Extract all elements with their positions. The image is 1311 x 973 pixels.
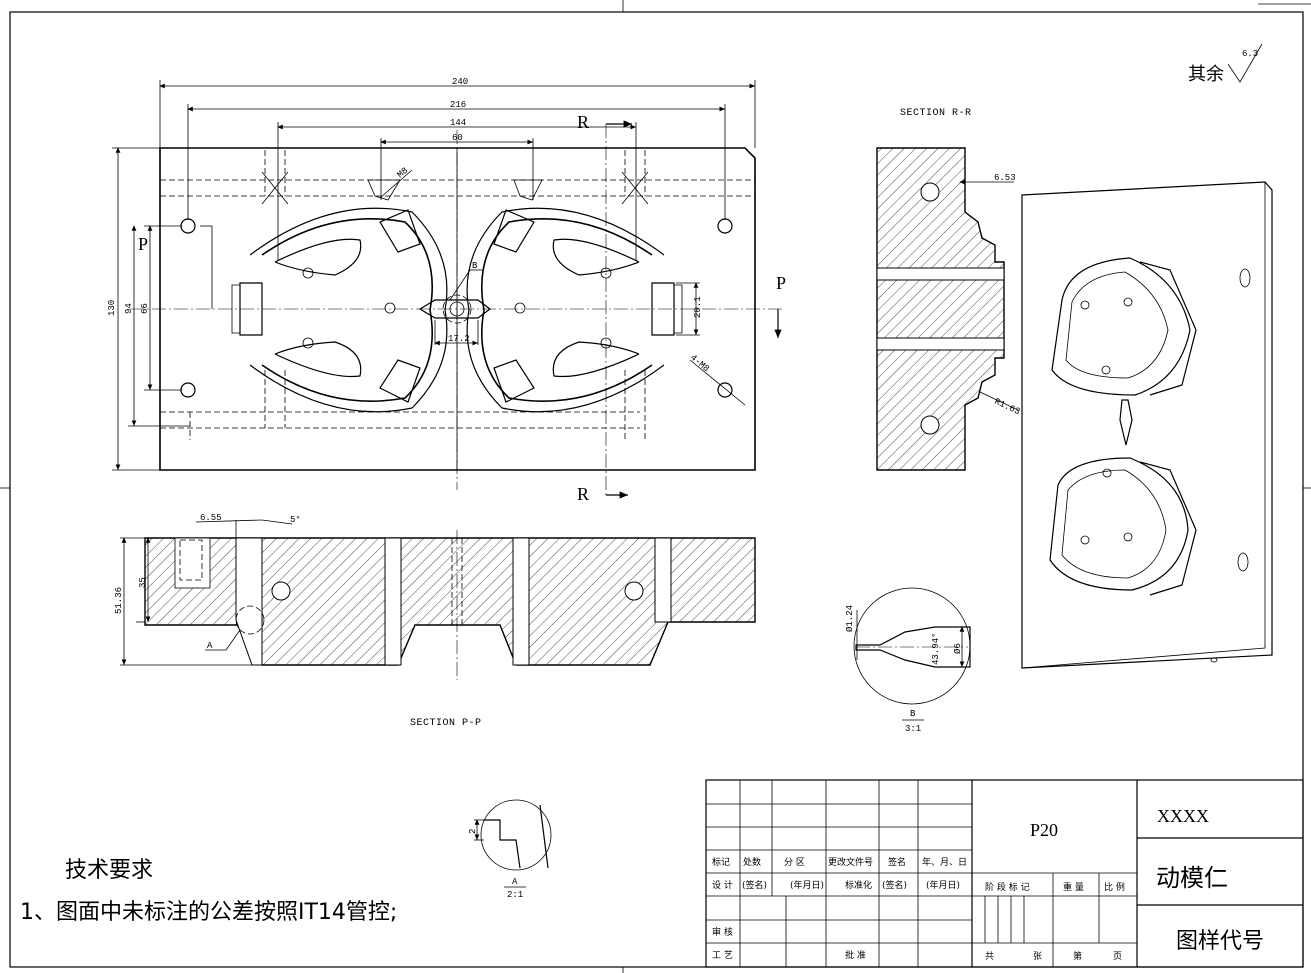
- dim-43-94-degree: 43.94°: [931, 633, 941, 665]
- right-cavity: [466, 179, 683, 413]
- callout-4-m8: 4-M8: [688, 353, 711, 375]
- weight-label: 重 量: [1063, 881, 1084, 893]
- drawing-frame: [9, 11, 1304, 968]
- part-name: 动模仁: [1156, 864, 1228, 892]
- top-view: 240 216 144 60 130 94 66 20.1 17.2: [107, 77, 786, 504]
- detail-a-label: A: [512, 877, 518, 887]
- dim-240: 240: [452, 77, 468, 87]
- dim-dia-6: Ø6: [953, 643, 963, 654]
- detail-b-label: B: [910, 709, 916, 719]
- sheets-total-suffix: 张: [1033, 951, 1042, 962]
- isometric-view: [1021, 181, 1273, 669]
- hdr-sign: 签名: [888, 856, 906, 868]
- sheets-total-prefix: 共: [985, 951, 994, 962]
- dim-51-36: 51.36: [114, 587, 124, 614]
- dim-6-55: 6.55: [200, 513, 222, 523]
- hdr-mark: 标记: [712, 856, 730, 868]
- detail-a: 2 A 2:1: [468, 799, 552, 900]
- material: P20: [1030, 820, 1058, 840]
- scale-label: 比 例: [1104, 881, 1125, 893]
- detail-b: Ø1.24 43.94° Ø6 B 3:1: [845, 587, 971, 734]
- tech-item-1: 1、图面中未标注的公差按照IT14管控;: [20, 900, 397, 925]
- design-label: 设 计: [712, 879, 733, 891]
- standardize-date: (年月日): [926, 879, 960, 891]
- section-rr-title: SECTION R-R: [900, 108, 972, 119]
- stage-mark: 阶 段 标 记: [985, 881, 1030, 893]
- approve-label: 批 准: [845, 949, 866, 961]
- dim-94: 94: [124, 303, 134, 314]
- section-pp: 51.36 35 6.55 5° A SECTION P-P: [114, 513, 756, 729]
- drawing-code: XXXX: [1157, 806, 1209, 826]
- roughness-value: 6.3: [1242, 49, 1258, 59]
- dim-35: 35: [138, 577, 148, 588]
- dim-17-2: 17.2: [448, 334, 470, 344]
- dim-130: 130: [107, 300, 117, 316]
- tech-heading: 技术要求: [65, 858, 153, 883]
- callout-m8: M8: [396, 166, 411, 181]
- dim-60: 60: [452, 133, 463, 143]
- dim-216: 216: [450, 100, 466, 110]
- dim-6-53: 6.53: [994, 173, 1016, 183]
- hdr-count: 处数: [743, 856, 761, 868]
- sheet-no-suffix: 页: [1113, 951, 1122, 962]
- roughness-prefix: 其余: [1188, 64, 1224, 85]
- hdr-zone: 分 区: [784, 857, 805, 868]
- tech-requirements: 技术要求 1、图面中未标注的公差按照IT14管控;: [20, 858, 397, 925]
- section-pp-title: SECTION P-P: [410, 718, 482, 729]
- dim-5-degree: 5°: [290, 515, 301, 525]
- section-p-left: P: [138, 234, 148, 254]
- hdr-date: 年、月、日: [922, 856, 967, 868]
- section-rr: SECTION R-R 6.53 R1.63: [876, 108, 1022, 471]
- detail-b-scale: 3:1: [905, 724, 921, 734]
- hdr-change-doc: 更改文件号: [828, 856, 873, 868]
- dim-2: 2: [468, 829, 478, 834]
- detail-a-marker: A: [207, 641, 213, 651]
- roughness-note: 其余 6.3: [1188, 43, 1263, 85]
- left-cavity: [231, 179, 448, 413]
- dim-144: 144: [450, 118, 466, 128]
- callout-b: B: [472, 261, 478, 271]
- section-p-right: P: [776, 273, 786, 293]
- standardize-label: 标准化: [845, 879, 872, 891]
- detail-a-scale: 2:1: [507, 890, 523, 900]
- dim-dia-1-24: Ø1.24: [845, 605, 855, 632]
- drawing-no-label: 图样代号: [1176, 929, 1264, 954]
- title-block: 标记 处数 分 区 更改文件号 签名 年、月、日 设 计 (签名) (年月日) …: [705, 779, 1304, 968]
- design-sign: (签名): [742, 879, 767, 891]
- dim-66: 66: [140, 303, 150, 314]
- review-label: 审 核: [712, 926, 733, 938]
- process-label: 工 艺: [712, 950, 733, 961]
- dim-r1-63: R1.63: [993, 397, 1022, 417]
- standardize-sign: (签名): [882, 879, 907, 891]
- dim-20-1: 20.1: [693, 296, 703, 318]
- section-r-top: R: [577, 112, 589, 132]
- sheet-no-prefix: 第: [1073, 950, 1082, 962]
- design-date: (年月日): [790, 879, 824, 891]
- section-r-bottom: R: [577, 484, 589, 504]
